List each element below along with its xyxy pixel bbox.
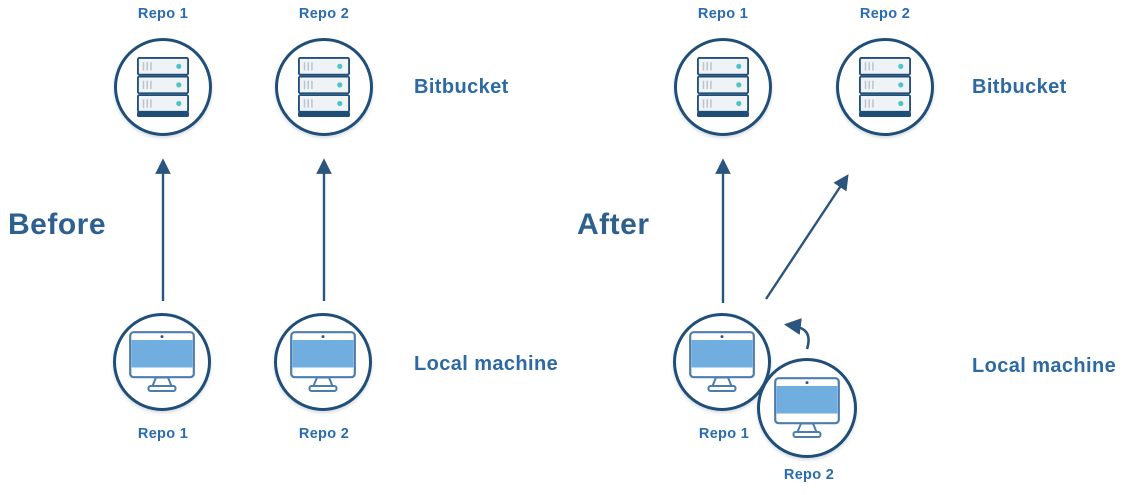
after-bitbucket-repo2-node <box>836 38 934 136</box>
before-local-machine-label: Local machine <box>414 353 559 375</box>
desktop-computer-icon <box>689 331 755 393</box>
before-local-repo1-node <box>113 313 211 411</box>
after-local-repo1-label: Repo 1 <box>698 426 750 442</box>
before-heading: Before <box>8 208 107 241</box>
before-bitbucket-repo2-node <box>275 38 373 136</box>
after-bitbucket-repo1-node <box>674 38 772 136</box>
after-local-repo1-node <box>673 313 771 411</box>
desktop-computer-icon <box>129 331 195 393</box>
desktop-computer-icon <box>774 377 840 439</box>
server-icon <box>859 57 911 117</box>
after-bitbucket-repo1-label: Repo 1 <box>697 6 749 22</box>
before-bitbucket-repo1-node <box>114 38 212 136</box>
desktop-computer-icon <box>290 331 356 393</box>
before-bitbucket-label: Bitbucket <box>414 76 509 98</box>
before-local-repo2-label: Repo 2 <box>298 426 350 442</box>
before-bitbucket-repo2-label: Repo 2 <box>298 6 350 22</box>
after-heading: After <box>577 208 650 241</box>
after-local-repo2-label: Repo 2 <box>783 467 835 483</box>
server-icon <box>298 57 350 117</box>
after-bitbucket-label: Bitbucket <box>972 76 1067 98</box>
server-icon <box>137 57 189 117</box>
after-merge-curved-arrow <box>783 318 810 350</box>
after-push-arrow-repo2 <box>764 174 849 300</box>
before-local-repo2-node <box>274 313 372 411</box>
server-icon <box>697 57 749 117</box>
before-local-repo1-label: Repo 1 <box>137 426 189 442</box>
after-local-repo2-node <box>757 358 857 458</box>
after-local-machine-label: Local machine <box>972 355 1117 377</box>
after-bitbucket-repo2-label: Repo 2 <box>859 6 911 22</box>
before-bitbucket-repo1-label: Repo 1 <box>137 6 189 22</box>
